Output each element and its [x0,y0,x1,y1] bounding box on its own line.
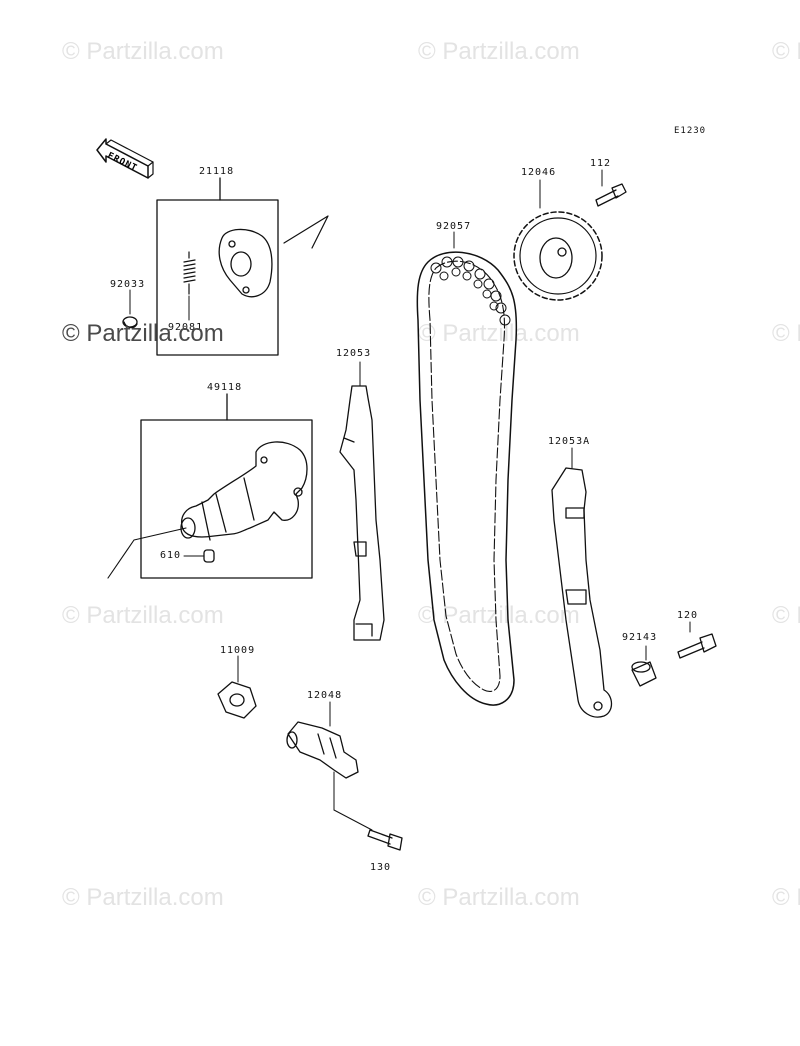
part-number-92081[interactable]: 92081 [168,322,204,333]
part-number-112[interactable]: 112 [590,158,612,169]
part-number-12046[interactable]: 12046 [521,167,557,178]
part-number-11009[interactable]: 11009 [220,645,256,656]
watermark: © Partzilla.com [418,884,580,911]
watermark-dark: © Partzilla.com [62,320,224,347]
part-number-12048[interactable]: 12048 [307,690,343,701]
part-92143-collar [631,645,657,687]
watermark: © Partzilla.com [772,884,800,911]
part-120-bolt [677,621,717,659]
part-130-bolt [367,829,403,851]
part-number-92143[interactable]: 92143 [622,632,658,643]
part-112-bolt [595,169,627,207]
watermark: © Partzilla.com [418,602,580,629]
diagram-code: E1230 [674,126,707,136]
watermark: © Partzilla.com [772,38,800,65]
part-12053A-guide [551,447,613,718]
watermark: © Partzilla.com [62,38,224,65]
front-arrow-icon [96,138,154,179]
part-number-610[interactable]: 610 [160,550,182,561]
part-49118-box [107,393,313,579]
watermark: © Partzilla.com [418,38,580,65]
watermark: © Partzilla.com [772,320,800,347]
part-12046-sprocket [513,179,603,301]
part-21118-box [156,177,329,356]
part-92033 [122,289,138,329]
part-11009-gasket [217,655,257,719]
part-number-21118[interactable]: 21118 [199,166,235,177]
part-number-49118[interactable]: 49118 [207,382,243,393]
watermark: © Partzilla.com [772,602,800,629]
watermark: © Partzilla.com [62,884,224,911]
watermark: © Partzilla.com [418,320,580,347]
part-12053-guide [339,361,385,641]
part-number-12053[interactable]: 12053 [336,348,372,359]
part-number-92057[interactable]: 92057 [436,221,472,232]
part-number-130[interactable]: 130 [370,862,392,873]
part-92057-chain [416,231,518,706]
watermark: © Partzilla.com [62,602,224,629]
part-12048-tensioner [286,701,373,831]
part-number-92033[interactable]: 92033 [110,279,146,290]
part-number-120[interactable]: 120 [677,610,699,621]
part-number-12053A[interactable]: 12053A [548,436,591,447]
